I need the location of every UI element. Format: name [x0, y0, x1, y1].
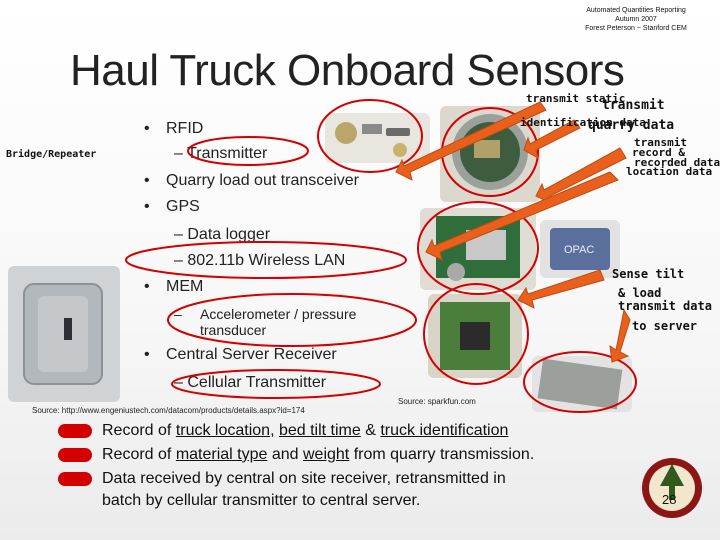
arrow-quarry — [523, 119, 581, 160]
sub-transmitter: – Transmitter — [174, 145, 268, 162]
bridge-repeater-photo — [8, 266, 120, 402]
legend-swatch-1 — [58, 424, 92, 438]
arrow-tilt — [517, 269, 605, 309]
bullet-quarry: •Quarry load out transceiver — [144, 172, 359, 189]
legend-batch-transmit: batch by cellular transmitter to central… — [102, 492, 421, 509]
arrow-location — [425, 171, 619, 261]
circle-rfid-tags — [317, 99, 423, 173]
stanford-seal-logo — [642, 458, 702, 518]
note-transmit-data: transmit data — [618, 299, 712, 313]
note-transmit-static: transmit static — [526, 92, 626, 105]
note-record: record & — [632, 146, 685, 159]
note-recorded-data: recorded data — [634, 156, 720, 169]
svg-text:OPAC: OPAC — [564, 244, 594, 256]
sub-data-logger: – Data logger — [174, 226, 271, 243]
bullet-gps: •GPS — [144, 198, 200, 215]
rfid-tags-photo — [325, 113, 430, 163]
wireless-lan-photo: OPAC — [540, 220, 620, 278]
header-line-author: Forest Peterson ~ Stanford CEM — [585, 25, 687, 32]
bullet-rfid: •RFID — [144, 120, 204, 137]
legend-swatch-3 — [58, 472, 92, 486]
legend-material-weight: Record of material type and weight from … — [58, 446, 658, 466]
note-identification-data: identification data — [520, 116, 646, 129]
circle-wlan — [125, 241, 407, 279]
bridge-repeater-label: Bridge/Repeater — [6, 149, 97, 160]
header-line-term: Autumn 2007 — [615, 16, 657, 23]
circle-accel-board — [423, 283, 529, 385]
bullet-mem: •MEM — [144, 278, 204, 295]
note-location-data: location data — [626, 165, 713, 178]
page-number: 28 — [662, 492, 677, 507]
note-to-server: to server — [632, 319, 698, 333]
note-quarry-data: quarry data — [588, 118, 675, 133]
note-load: & load — [618, 286, 662, 300]
arrow-server — [609, 308, 631, 363]
header-line-course: Automated Quantities Reporting — [586, 7, 686, 14]
legend-truck-location: Record of truck location, bed tilt time … — [58, 422, 638, 442]
arrow-static-id — [395, 101, 547, 181]
source-sparkfun: Source: sparkfun.com — [398, 397, 476, 406]
sub-cellular: – Cellular Transmitter — [174, 374, 327, 391]
bullet-central-server: •Central Server Receiver — [144, 346, 337, 363]
note-transmit-2: transmit — [634, 136, 687, 149]
circle-cellular — [171, 369, 381, 399]
slide-title: Haul Truck Onboard Sensors — [70, 46, 625, 95]
sub-wireless-lan: – 802.11b Wireless LAN — [174, 252, 346, 269]
legend-swatch-2 — [58, 448, 92, 462]
cellular-transmitter-photo — [532, 356, 632, 412]
note-transmit-1: transmit — [602, 98, 665, 113]
course-header: Automated Quantities Reporting Autumn 20… — [556, 6, 716, 33]
source-engenius: Source: http://www.engeniustech.com/data… — [32, 406, 305, 415]
circle-transmitter — [187, 136, 309, 166]
legend-central-receiver: Data received by central on site receive… — [58, 470, 618, 490]
circle-cellular-photo — [523, 351, 637, 413]
circle-accelerometer — [167, 293, 417, 347]
note-sense-tilt: Sense tilt — [612, 267, 685, 281]
accelerometer-photo — [428, 294, 522, 378]
circle-gps — [417, 201, 539, 295]
